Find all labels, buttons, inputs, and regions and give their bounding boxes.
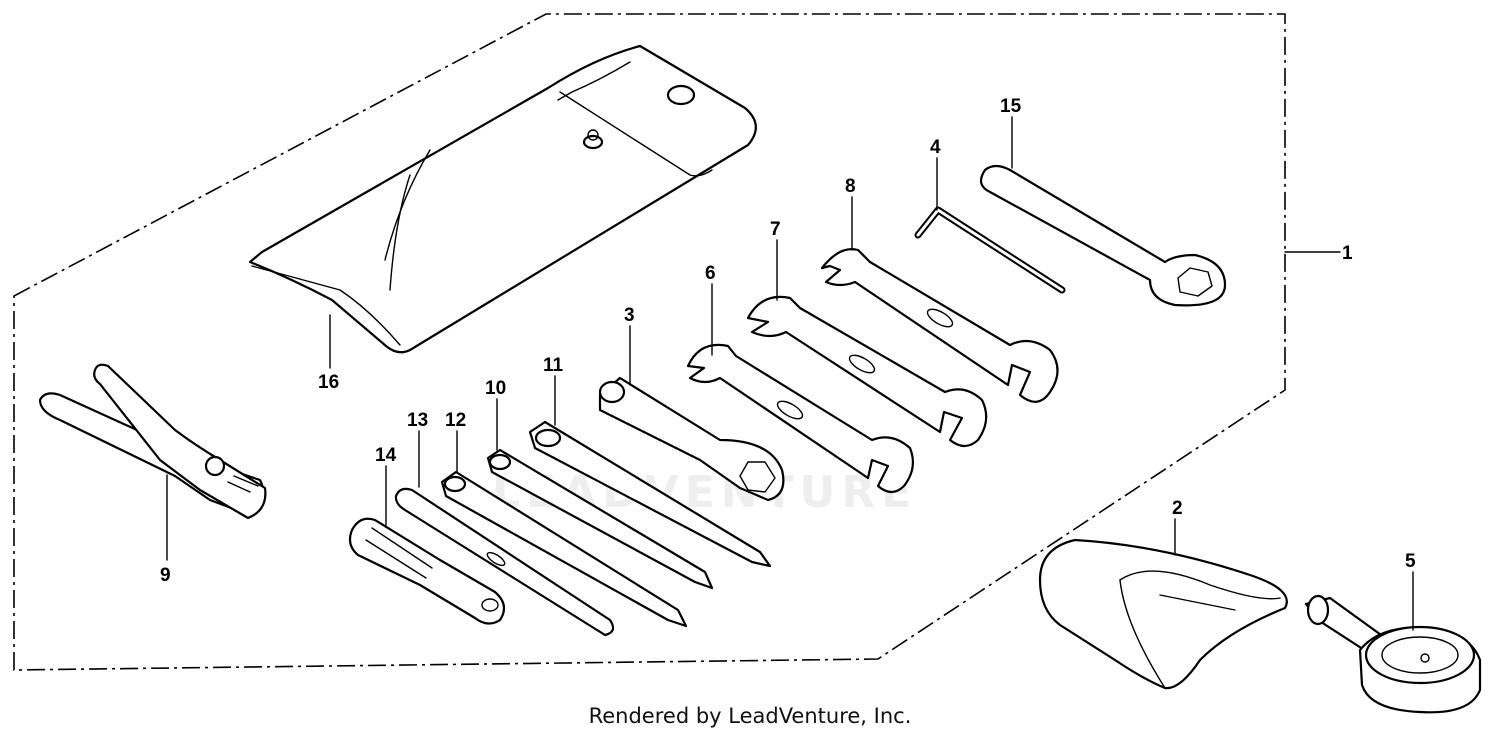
callout-7: 7 bbox=[770, 219, 781, 240]
callout-10: 10 bbox=[485, 378, 506, 399]
kit-boundary bbox=[13, 13, 1286, 671]
tool-case bbox=[1038, 538, 1288, 690]
extension-bar bbox=[394, 487, 615, 637]
callout-4: 4 bbox=[930, 137, 941, 158]
callout-1: 1 bbox=[1342, 243, 1353, 264]
callout-16: 16 bbox=[318, 372, 339, 393]
callout-11: 11 bbox=[543, 355, 564, 376]
screwdriver-blade-11 bbox=[528, 420, 772, 568]
callout-numbers: 1 2 3 4 5 6 7 8 9 10 11 12 13 14 15 16 bbox=[160, 96, 1416, 586]
callout-9: 9 bbox=[160, 565, 171, 586]
callout-3: 3 bbox=[624, 305, 635, 326]
leader-lines bbox=[166, 116, 1414, 631]
box-wrench bbox=[979, 164, 1227, 307]
tool-bag bbox=[248, 44, 757, 354]
spark-plug-wrench bbox=[598, 376, 785, 502]
open-end-wrench-6 bbox=[686, 343, 915, 494]
callout-15: 15 bbox=[1000, 96, 1022, 117]
callout-2: 2 bbox=[1172, 498, 1183, 519]
open-end-wrench-7 bbox=[746, 295, 988, 448]
callout-8: 8 bbox=[845, 176, 856, 197]
footer-credit: Rendered by LeadVenture, Inc. bbox=[588, 704, 912, 728]
callout-6: 6 bbox=[705, 263, 716, 284]
callout-5: 5 bbox=[1405, 551, 1416, 572]
screwdriver-blade-10 bbox=[486, 448, 714, 590]
pliers bbox=[38, 363, 267, 520]
callout-12: 12 bbox=[445, 410, 466, 431]
callout-13: 13 bbox=[407, 410, 428, 431]
callout-14: 14 bbox=[375, 445, 397, 466]
tire-pressure-gauge bbox=[1304, 594, 1482, 714]
screwdriver-handle bbox=[348, 517, 506, 625]
open-end-wrench-8 bbox=[820, 248, 1059, 403]
screwdriver-blade-12 bbox=[440, 470, 688, 628]
hex-key bbox=[914, 206, 1066, 294]
